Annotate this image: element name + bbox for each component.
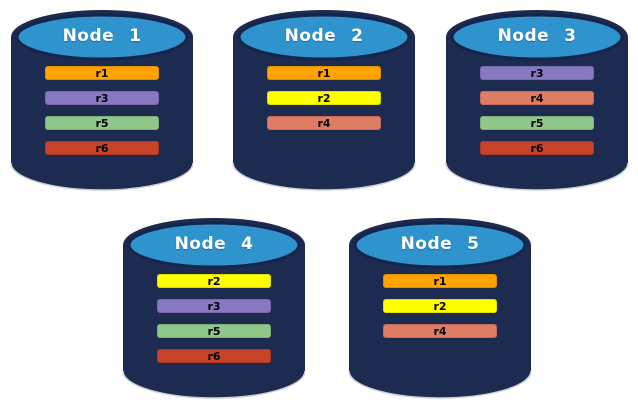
- replica-bar-r3: r3: [45, 91, 159, 105]
- replica-bar-list: r1 r2 r4: [383, 274, 497, 349]
- replica-bar-r4: r4: [480, 91, 594, 105]
- database-node-5: Node 5 r1 r2 r4: [346, 214, 534, 400]
- node-title: Node 2: [284, 26, 364, 46]
- replica-bar-r2: r2: [383, 299, 497, 313]
- node-title: Node 1: [62, 26, 142, 46]
- node-title: Node 3: [497, 26, 577, 46]
- database-node-1: Node 1 r1 r3 r5 r6: [8, 6, 196, 192]
- replica-bar-list: r2 r3 r5 r6: [157, 274, 271, 374]
- replica-bar-r6: r6: [157, 349, 271, 363]
- replica-bar-r6: r6: [480, 141, 594, 155]
- database-node-2: Node 2 r1 r2 r4: [230, 6, 418, 192]
- replica-bar-r1: r1: [383, 274, 497, 288]
- database-node-3: Node 3 r3 r4 r5 r6: [443, 6, 631, 192]
- replica-bar-r6: r6: [45, 141, 159, 155]
- replica-bar-list: r1 r3 r5 r6: [45, 66, 159, 166]
- node-title: Node 5: [400, 234, 480, 254]
- database-node-4: Node 4 r2 r3 r5 r6: [120, 214, 308, 400]
- replica-bar-r5: r5: [45, 116, 159, 130]
- replica-bar-r1: r1: [45, 66, 159, 80]
- node-title: Node 4: [174, 234, 254, 254]
- replica-bar-r2: r2: [267, 91, 381, 105]
- replica-bar-r4: r4: [383, 324, 497, 338]
- replica-bar-r3: r3: [480, 66, 594, 80]
- replica-bar-list: r3 r4 r5 r6: [480, 66, 594, 166]
- replica-bar-r1: r1: [267, 66, 381, 80]
- replica-bar-r3: r3: [157, 299, 271, 313]
- replica-bar-r4: r4: [267, 116, 381, 130]
- replica-bar-r5: r5: [480, 116, 594, 130]
- replica-bar-r2: r2: [157, 274, 271, 288]
- replica-bar-list: r1 r2 r4: [267, 66, 381, 141]
- replica-bar-r5: r5: [157, 324, 271, 338]
